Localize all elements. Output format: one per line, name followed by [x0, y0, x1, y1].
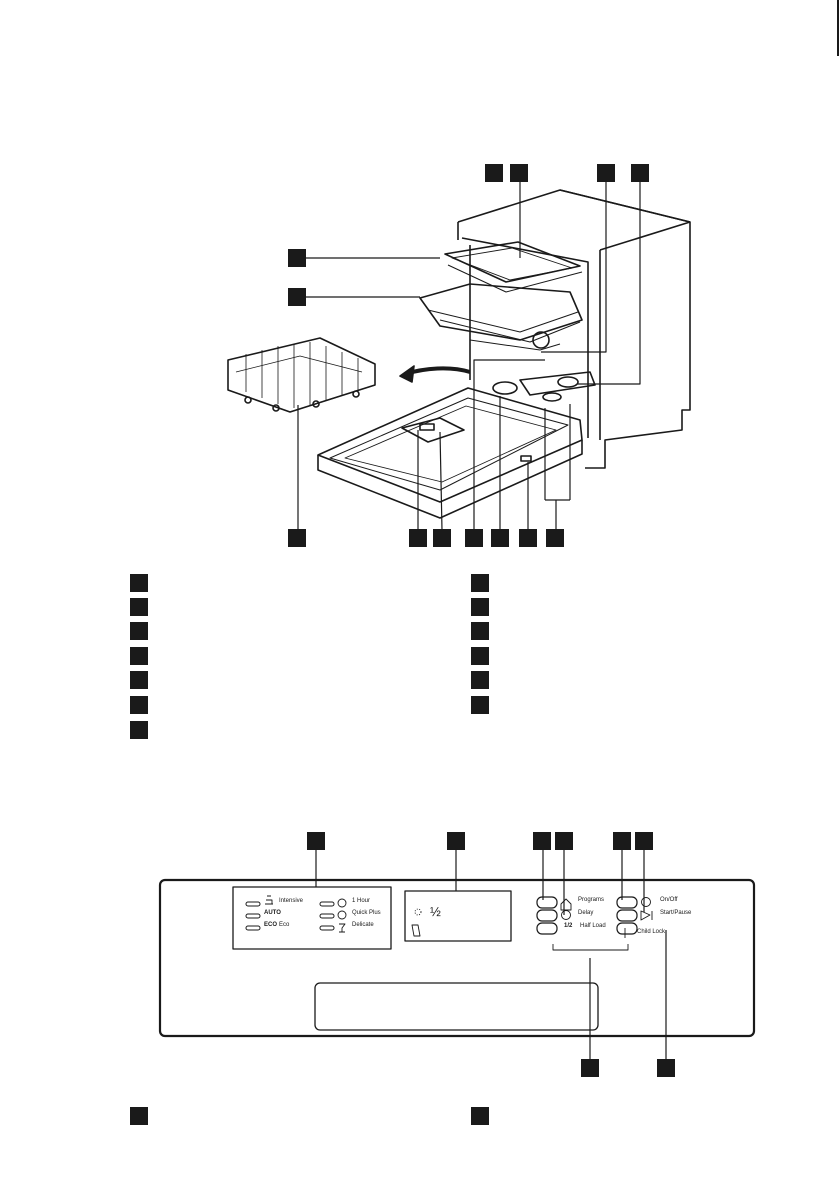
legend-marker: [471, 598, 489, 616]
dishwasher-overview-illustration: [227, 180, 691, 534]
legend-marker: [130, 622, 148, 640]
label-half-load: Half Load: [580, 923, 606, 929]
legend-marker: [471, 671, 489, 689]
callout-marker: [657, 1059, 675, 1077]
label-intensive: Intensive: [279, 898, 304, 904]
callout-marker: [288, 288, 306, 306]
label-eco-prefix: ECO: [264, 922, 278, 928]
legend-marker: [471, 696, 489, 714]
callout-marker: [631, 164, 649, 182]
label-delay: Delay: [578, 910, 594, 916]
legend-marker: [130, 721, 148, 739]
callout-marker: [555, 832, 573, 850]
legend-marker: [471, 574, 489, 592]
callout-marker: [485, 164, 503, 182]
callout-marker: [510, 164, 528, 182]
legend-marker: [130, 671, 148, 689]
page-edge-rule: [837, 0, 839, 56]
legend-marker: [130, 598, 148, 616]
callout-marker: [491, 529, 509, 547]
label-child-lock: Child Lock: [637, 929, 666, 935]
label-1-hour: 1 Hour: [352, 898, 371, 904]
callout-marker: [581, 1059, 599, 1077]
label-start-pause: Start/Pause: [660, 910, 692, 916]
display-half-symbol: ½: [430, 904, 441, 919]
legend-marker: [471, 622, 489, 640]
callout-marker: [533, 832, 551, 850]
label-delicate: Delicate: [352, 922, 374, 928]
legend-marker: [130, 574, 148, 592]
label-quick-plus: Quick Plus: [352, 910, 381, 916]
legend-marker: [471, 1107, 489, 1125]
legend-marker: [471, 647, 489, 665]
legend-marker: [130, 696, 148, 714]
callout-marker: [546, 529, 564, 547]
callout-marker: [288, 249, 306, 267]
callout-marker: [465, 529, 483, 547]
legend-marker: [130, 647, 148, 665]
callout-marker: [288, 529, 306, 547]
callout-marker: [433, 529, 451, 547]
label-eco: Eco: [279, 922, 290, 928]
legend-marker: [130, 1107, 148, 1125]
label-auto: AUTO: [264, 910, 281, 916]
label-half-load-symbol: 1/2: [564, 923, 573, 929]
callout-marker: [635, 832, 653, 850]
callout-marker: [409, 529, 427, 547]
label-programs: Programs: [578, 897, 605, 903]
callout-marker: [613, 832, 631, 850]
label-on-off: On/Off: [660, 897, 678, 903]
callout-marker: [597, 164, 615, 182]
callout-marker: [307, 832, 325, 850]
callout-marker: [519, 529, 537, 547]
callout-marker: [447, 832, 465, 850]
